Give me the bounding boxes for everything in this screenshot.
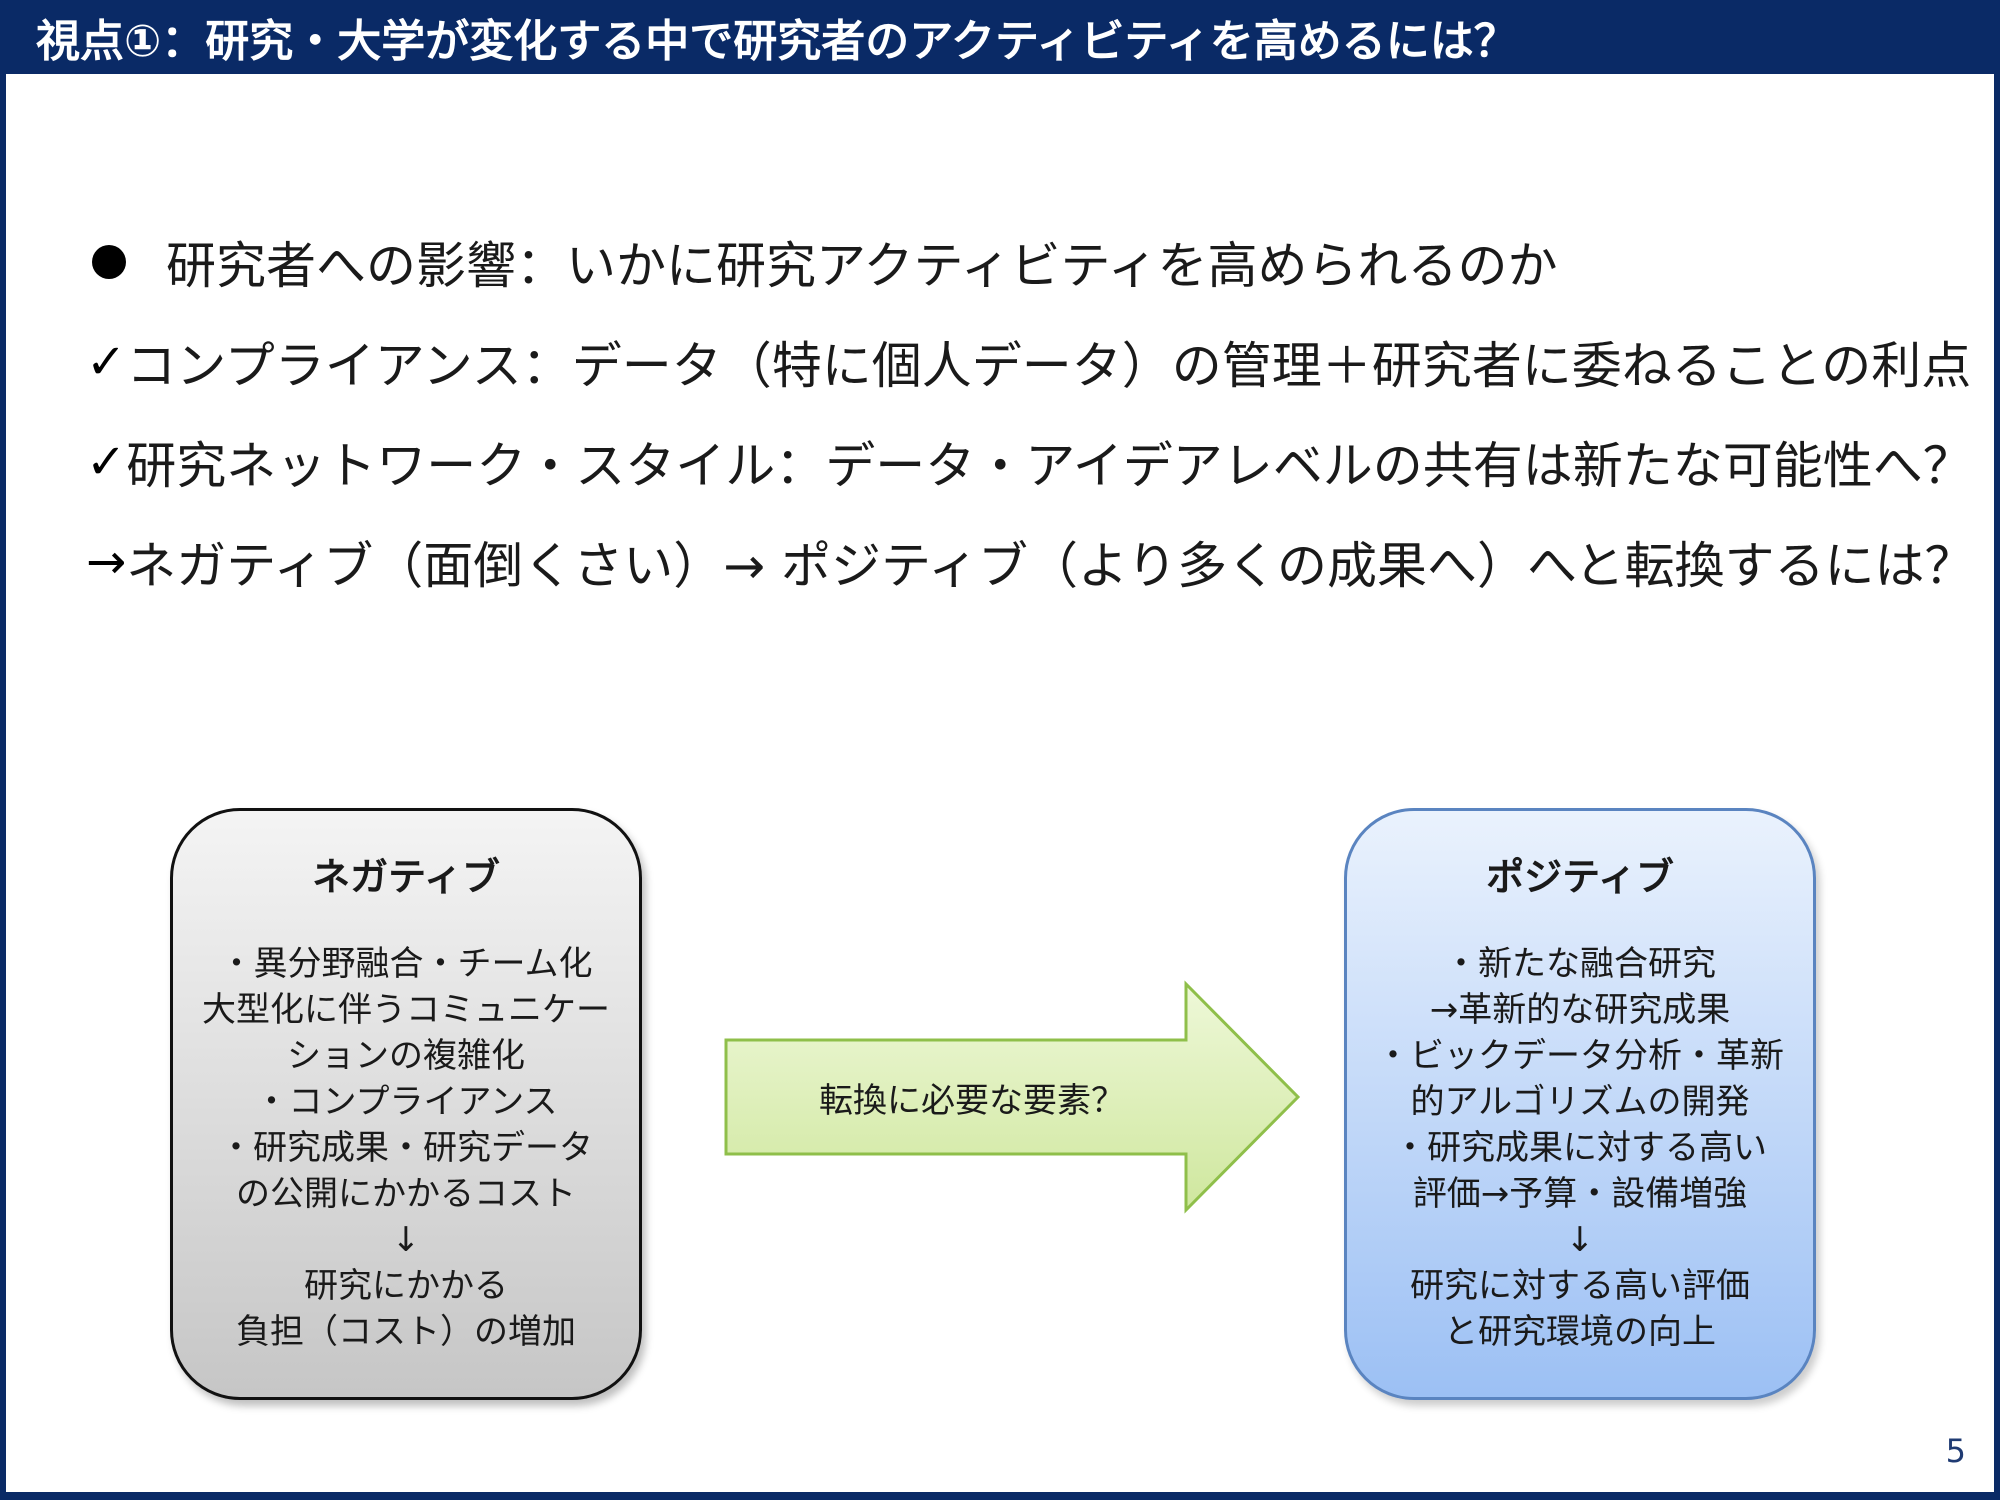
bullet-text-1: 研究者への影響：いかに研究アクティビティを高められるのか (166, 237, 1558, 295)
arrow-label: 転換に必要な要素？ (819, 1080, 1125, 1121)
down-arrow-icon: ↓ (1565, 1220, 1595, 1260)
negative-line: ションの複雑化 (287, 1036, 525, 1076)
checkmark-icon: ✓ (86, 334, 127, 390)
positive-title: ポジティブ (1486, 855, 1674, 899)
transition-arrow: 転換に必要な要素？ (722, 980, 1302, 1214)
positive-body: ・新たな融合研究 →革新的な研究成果 ・ビックデータ分析・革新 的アルゴリズムの… (1347, 941, 1813, 1355)
bullet-dot-icon (92, 245, 126, 279)
positive-line: 評価→予算・設備増強 (1412, 1174, 1748, 1214)
bullet-text-2: コンプライアンス：データ（特に個人データ）の管理＋研究者に委ねることの利点 (126, 337, 1972, 395)
negative-box: ネガティブ ・異分野融合・チーム化 大型化に伴うコミュニケー ションの複雑化 ・… (170, 808, 642, 1400)
bullet-line-2: ✓ コンプライアンス：データ（特に個人データ）の管理＋研究者に委ねることの利点 (86, 312, 1971, 412)
positive-box: ポジティブ ・新たな融合研究 →革新的な研究成果 ・ビックデータ分析・革新 的ア… (1344, 808, 1816, 1400)
block-arrow-icon (724, 980, 1301, 1214)
positive-line: と研究環境の向上 (1444, 1312, 1716, 1352)
negative-line: の公開にかかるコスト (236, 1174, 576, 1214)
bullet-text-3: 研究ネットワーク・スタイル：データ・アイデアレベルの共有は新たな可能性へ？ (126, 437, 1973, 495)
negative-body: ・異分野融合・チーム化 大型化に伴うコミュニケー ションの複雑化 ・コンプライア… (173, 941, 639, 1355)
checkmark-icon: ✓ (86, 434, 127, 490)
positive-line: ・ビックデータ分析・革新 (1376, 1036, 1784, 1076)
slide-title: 視点①：研究・大学が変化する中で研究者のアクティビティを高めるには？ (36, 16, 1518, 67)
negative-line: ・研究成果・研究データ (219, 1128, 593, 1168)
positive-line: →革新的な研究成果 (1429, 990, 1731, 1030)
page-number: 5 (1945, 1432, 1966, 1470)
arrow-right-icon: → (86, 534, 127, 590)
bullet-list: 研究者への影響：いかに研究アクティビティを高められるのか ✓ コンプライアンス：… (86, 212, 1975, 612)
negative-line: 大型化に伴うコミュニケー (202, 990, 610, 1030)
negative-line: ・コンプライアンス (254, 1082, 558, 1122)
positive-line: ・新たな融合研究 (1444, 944, 1716, 984)
bullet-line-3: ✓ 研究ネットワーク・スタイル：データ・アイデアレベルの共有は新たな可能性へ？ (86, 412, 1973, 512)
positive-line: 研究に対する高い評価 (1410, 1266, 1750, 1306)
negative-title: ネガティブ (312, 855, 500, 899)
bullet-line-1: 研究者への影響：いかに研究アクティビティを高められるのか (86, 212, 1966, 312)
bullet-line-4: → ネガティブ（面倒くさい）→ ポジティブ（より多くの成果へ）へと転換するには？ (86, 512, 1975, 612)
title-bar: 視点①：研究・大学が変化する中で研究者のアクティビティを高めるには？ (6, 0, 1994, 74)
down-arrow-icon: ↓ (391, 1220, 421, 1260)
negative-line: 研究にかかる (304, 1266, 508, 1306)
positive-line: ・研究成果に対する高い (1393, 1128, 1767, 1168)
negative-line: 負担（コスト）の増加 (236, 1312, 576, 1352)
bullet-text-4: ネガティブ（面倒くさい）→ ポジティブ（より多くの成果へ）へと転換するには？ (126, 537, 1975, 595)
negative-line: ・異分野融合・チーム化 (219, 944, 593, 984)
positive-line: 的アルゴリズムの開発 (1410, 1082, 1750, 1122)
